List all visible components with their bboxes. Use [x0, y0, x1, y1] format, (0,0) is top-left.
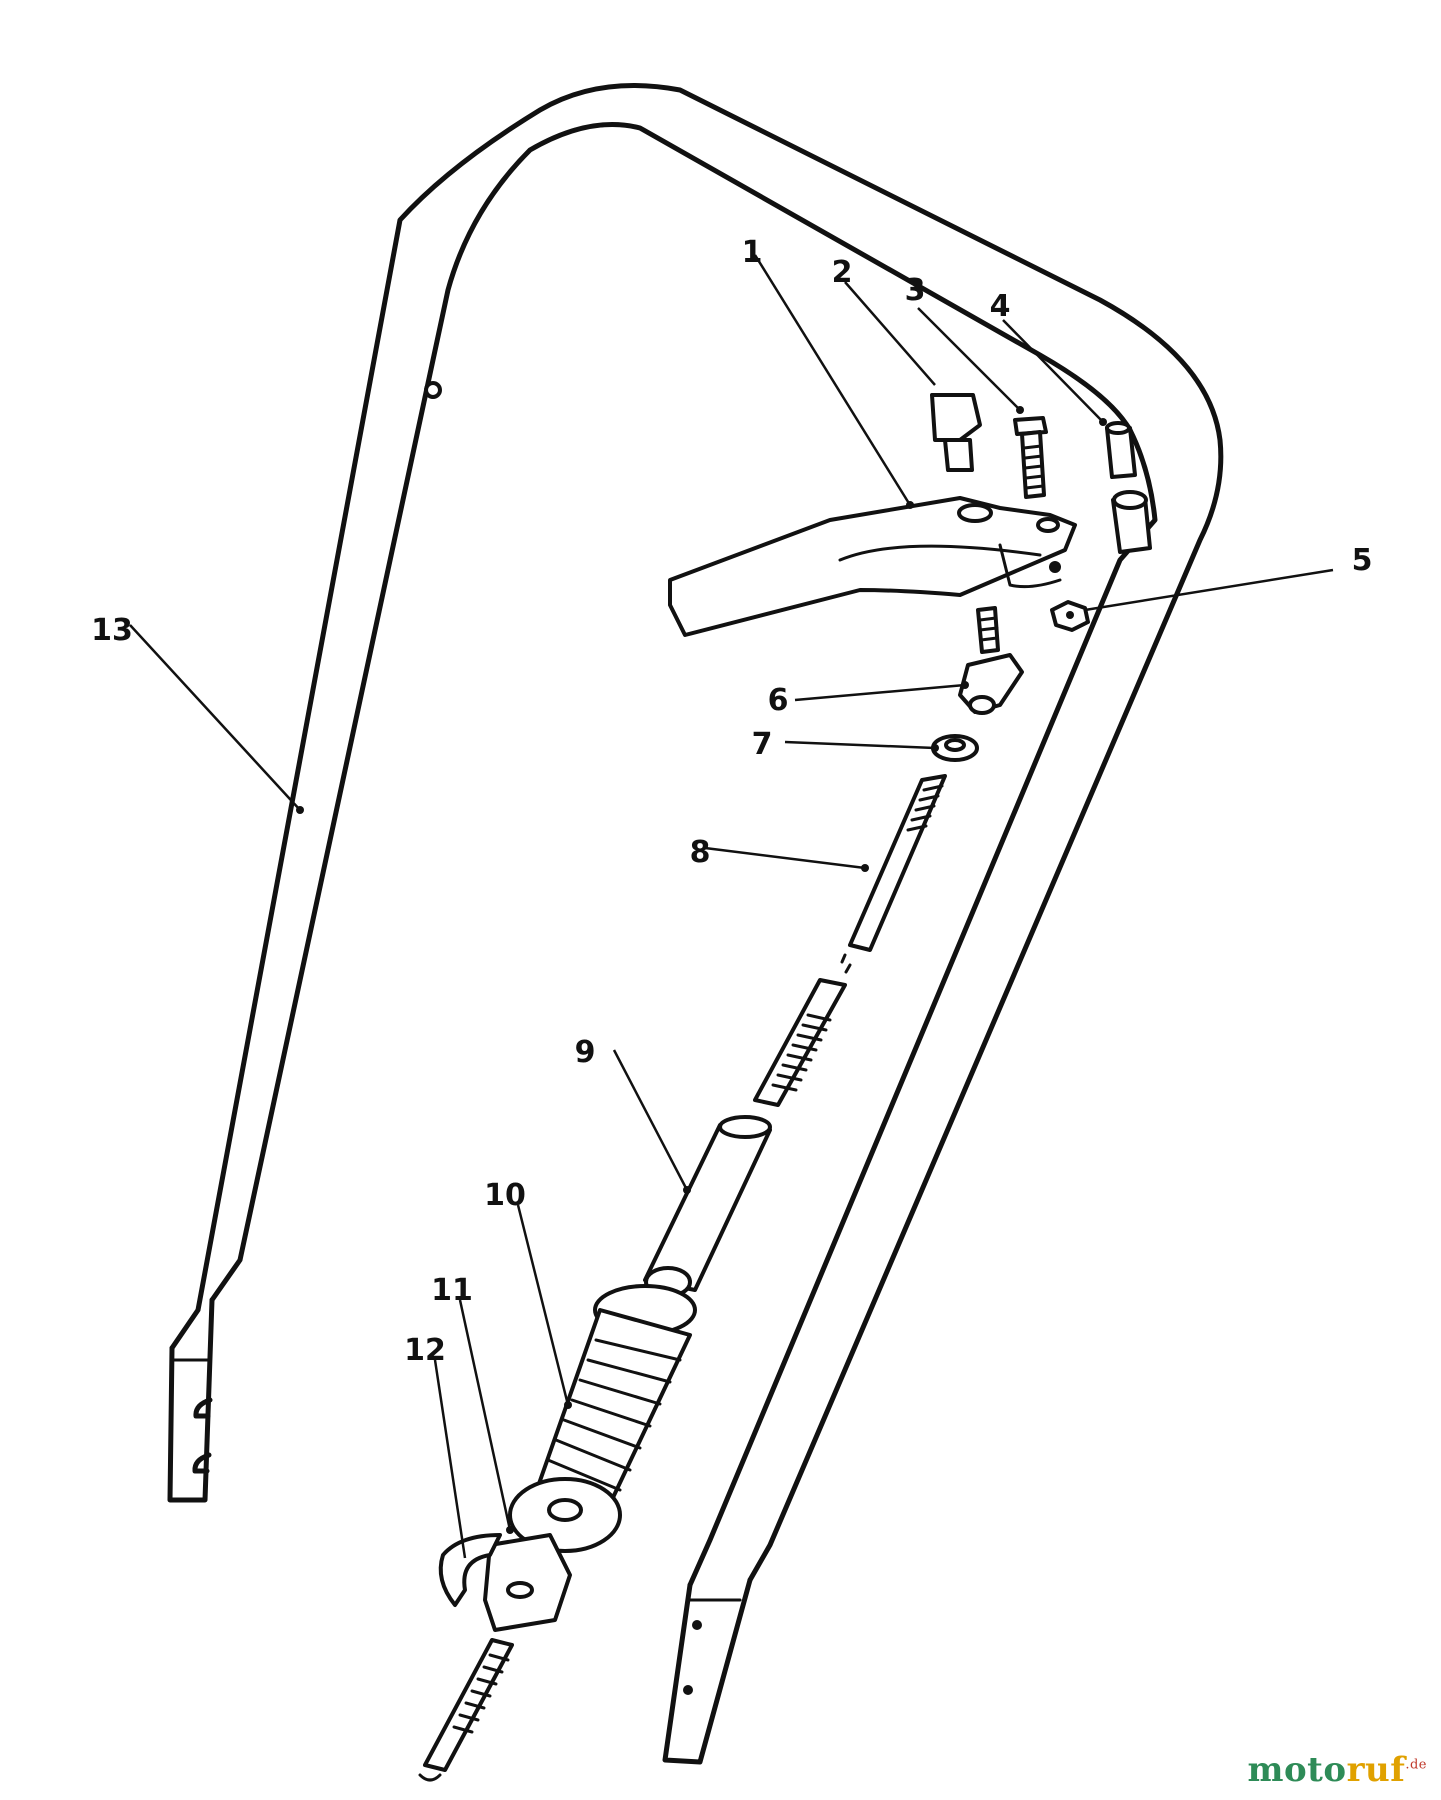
callout-11: 11 [431, 1273, 473, 1308]
watermark-part-a: moto [1247, 1750, 1347, 1790]
callout-12: 12 [404, 1333, 446, 1368]
machine-screw [1013, 416, 1048, 499]
handle-rivet [424, 381, 442, 399]
leader-3 [917, 307, 1021, 411]
bushing [1111, 490, 1152, 554]
callout-5: 5 [1352, 543, 1373, 578]
washer [931, 734, 979, 762]
leader-12 [433, 1359, 467, 1559]
callout-2: 2 [832, 255, 853, 290]
control-lever-body [668, 496, 1077, 637]
handle-left-notch-upper [193, 1397, 213, 1419]
leader-4 [1002, 319, 1104, 423]
leader-6 [794, 683, 966, 702]
watermark-part-b: ruf [1346, 1750, 1406, 1790]
handle-frame-inner-edge [209, 121, 1158, 1588]
hex-bolt [930, 393, 982, 472]
handle-frame-outer-edge [169, 83, 1224, 1583]
control-lever-hole-b [1036, 517, 1060, 533]
leader-5 [1084, 568, 1334, 612]
callout-labels: 1 2 3 4 5 6 7 8 9 10 11 12 13 [91, 235, 1372, 1368]
cable-spring [753, 978, 847, 1107]
leader-2 [844, 281, 936, 386]
leader-13 [129, 624, 301, 811]
leader-7 [784, 740, 936, 750]
sleeve [643, 1115, 772, 1298]
control-lever-hole-a [957, 503, 993, 523]
callout-6: 6 [768, 683, 789, 718]
cable-end-fitting [958, 606, 1024, 715]
leader-11 [458, 1299, 512, 1531]
leader-8 [704, 846, 866, 870]
leader-1 [753, 254, 912, 506]
leader-lines [129, 254, 1334, 1559]
callout-9: 9 [575, 1035, 596, 1070]
spacer [1105, 421, 1137, 479]
callout-7: 7 [752, 727, 773, 762]
handle-right-leg-end [662, 1577, 753, 1765]
lock-nut [1050, 600, 1090, 632]
handle-frame [167, 83, 1224, 1765]
leader-10 [516, 1204, 570, 1406]
hand-grip [508, 1284, 697, 1553]
control-cable-tail [418, 1638, 514, 1782]
cable-upper [840, 774, 947, 974]
callout-4: 4 [990, 289, 1011, 324]
handle-left-notch-lower [192, 1452, 212, 1474]
callout-1: 1 [742, 235, 763, 270]
leader-9 [612, 1049, 689, 1191]
callout-10: 10 [484, 1178, 526, 1213]
callout-3: 3 [905, 273, 926, 308]
end-cap [483, 1533, 572, 1632]
watermark-part-c: .de [1405, 1757, 1427, 1773]
callout-13: 13 [91, 613, 133, 648]
watermark-logo: motoruf.de [1248, 1750, 1427, 1790]
retaining-clip [438, 1533, 502, 1607]
control-lever [668, 496, 1077, 637]
callout-8: 8 [690, 835, 711, 870]
